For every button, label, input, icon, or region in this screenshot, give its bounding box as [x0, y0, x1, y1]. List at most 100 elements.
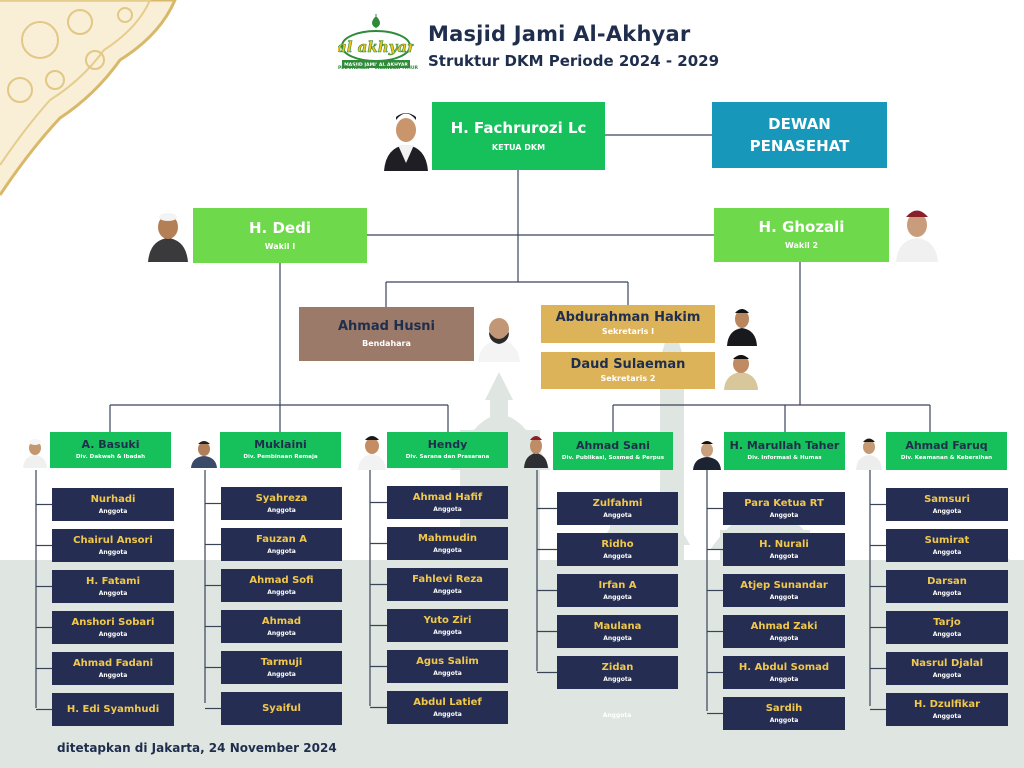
member-name: H. Nurali — [759, 539, 809, 551]
member-name: H. Edi Syamhudi — [66, 703, 160, 715]
member-role: Anggota — [932, 507, 962, 515]
avatar-division-head — [358, 436, 386, 470]
member-role: Anggota — [603, 634, 632, 642]
member-name: Samsuri — [924, 494, 970, 506]
member-role: Anggota — [98, 507, 128, 515]
member-role: Anggota — [769, 675, 799, 683]
member-name: Agus Salim — [416, 656, 479, 668]
member-role: Anggota — [932, 712, 962, 720]
member-role: Anggota — [932, 548, 962, 556]
avatar-wakil2 — [896, 210, 938, 262]
division-label: Div. Sarana dan Prasarana — [405, 454, 490, 461]
logo-text: al akhyar — [338, 38, 414, 56]
member-name: Yuto Ziri — [423, 615, 472, 627]
member-role: Anggota — [98, 630, 128, 638]
member-role: Anggota — [932, 671, 962, 679]
member-name: Sumirat — [924, 535, 970, 547]
member-role: Anggota — [603, 511, 632, 519]
member-role: Anggota — [267, 588, 296, 596]
member-role: Anggota — [433, 669, 462, 677]
member-name: Fahlevi Reza — [412, 574, 483, 586]
dewan-line2: PENASEHAT — [749, 137, 850, 155]
member-role: Anggota — [433, 546, 462, 554]
dewan-line1: DEWAN — [768, 114, 831, 133]
extra-anggota-label: Anggota — [602, 712, 632, 719]
member-name: H. Dzulfikar — [913, 699, 981, 711]
bendahara-role: Bendahara — [362, 338, 411, 348]
sekretaris2-role: Sekretaris 2 — [600, 373, 656, 383]
member-box: Syaiful — [221, 692, 342, 725]
division-head-name: Ahmad Faruq — [905, 438, 988, 452]
division-head-name: H. Marullah Taher — [729, 438, 840, 452]
member-name: Chairul Ansori — [73, 535, 153, 547]
avatar-division-head — [524, 436, 548, 468]
member-name: H. Fatami — [85, 576, 141, 588]
member-name: Ahmad Zaki — [750, 621, 818, 633]
member-role: Anggota — [603, 675, 632, 683]
avatar-ketua — [384, 113, 428, 171]
division-label: Div. Pembinaan Remaja — [243, 454, 318, 461]
wakil1-name: H. Dedi — [249, 218, 311, 237]
division-head-remaja: Muklaini Div. Pembinaan Remaja — [220, 432, 341, 468]
member-role: Anggota — [932, 589, 962, 597]
member-name: Sardih — [765, 703, 803, 715]
division-head-name: A. Basuki — [81, 437, 140, 451]
mosque-logo: al akhyar MASJID JAMI' AL AKHYAR — [337, 14, 416, 76]
member-name: Para Ketua RT — [744, 498, 824, 510]
member-role: Anggota — [433, 505, 462, 513]
dewan-penasehat-box: DEWAN PENASEHAT — [712, 102, 887, 168]
division-head-name: Hendy — [427, 437, 468, 451]
bendahara-name: Ahmad Husni — [337, 318, 436, 334]
avatar-wakil1 — [148, 213, 188, 262]
avatar-division-head — [856, 438, 882, 470]
member-name: Mahmudin — [417, 533, 478, 545]
member-role: Anggota — [98, 671, 128, 679]
member-name: Tarmuji — [260, 657, 303, 669]
avatar-division-head — [23, 439, 47, 468]
member-name: Maulana — [593, 621, 642, 633]
wakil1-box: H. Dedi Wakil I — [193, 208, 367, 263]
member-name: Ahmad — [261, 616, 302, 628]
member-role: Anggota — [267, 670, 296, 678]
avatar-division-head — [693, 441, 721, 470]
member-role: Anggota — [98, 589, 128, 597]
member-role: Anggota — [603, 593, 632, 601]
member-name: Anshori Sobari — [71, 617, 155, 629]
avatar-bendahara — [478, 318, 520, 362]
member-name: H. Abdul Somad — [738, 662, 830, 674]
division-label: Div. Dakwah & Ibadah — [75, 454, 146, 461]
ketua-box: H. Fachrurozi Lc KETUA DKM — [432, 102, 605, 170]
member-name: Syahreza — [255, 493, 308, 505]
member-name: Syaiful — [262, 702, 301, 714]
member-name: Ahmad Sofi — [249, 575, 314, 587]
wakil1-role: Wakil I — [264, 241, 296, 251]
member-role: Anggota — [769, 552, 799, 560]
avatar-sekretaris2 — [724, 355, 758, 390]
member-role: Anggota — [433, 628, 462, 636]
logo-band-text: MASJID JAMI' AL AKHYAR — [344, 62, 408, 68]
footer-date: ditetapkan di Jakarta, 24 November 2024 — [57, 741, 337, 755]
member-role: Anggota — [267, 547, 296, 555]
division-label: Div. Informasi & Humas — [747, 455, 822, 462]
